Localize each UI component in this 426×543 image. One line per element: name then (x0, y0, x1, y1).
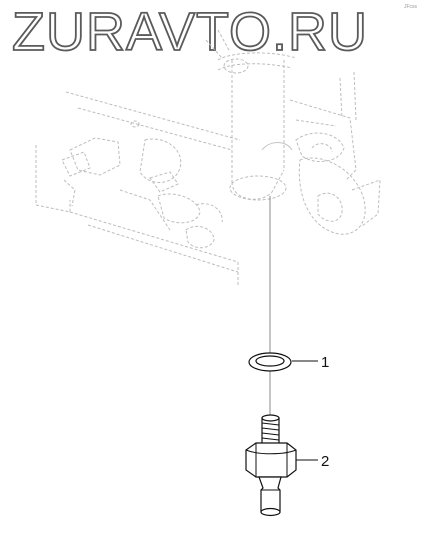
o-ring-seal (248, 352, 292, 372)
watermark-text: ZURAVTO.RU (12, 2, 368, 62)
hose-fitting (245, 414, 297, 517)
callout-1-label: 1 (321, 354, 329, 371)
ghost-assembly (35, 29, 381, 285)
callout-2-label: 2 (321, 453, 329, 470)
corner-code: JFcss (404, 4, 418, 10)
